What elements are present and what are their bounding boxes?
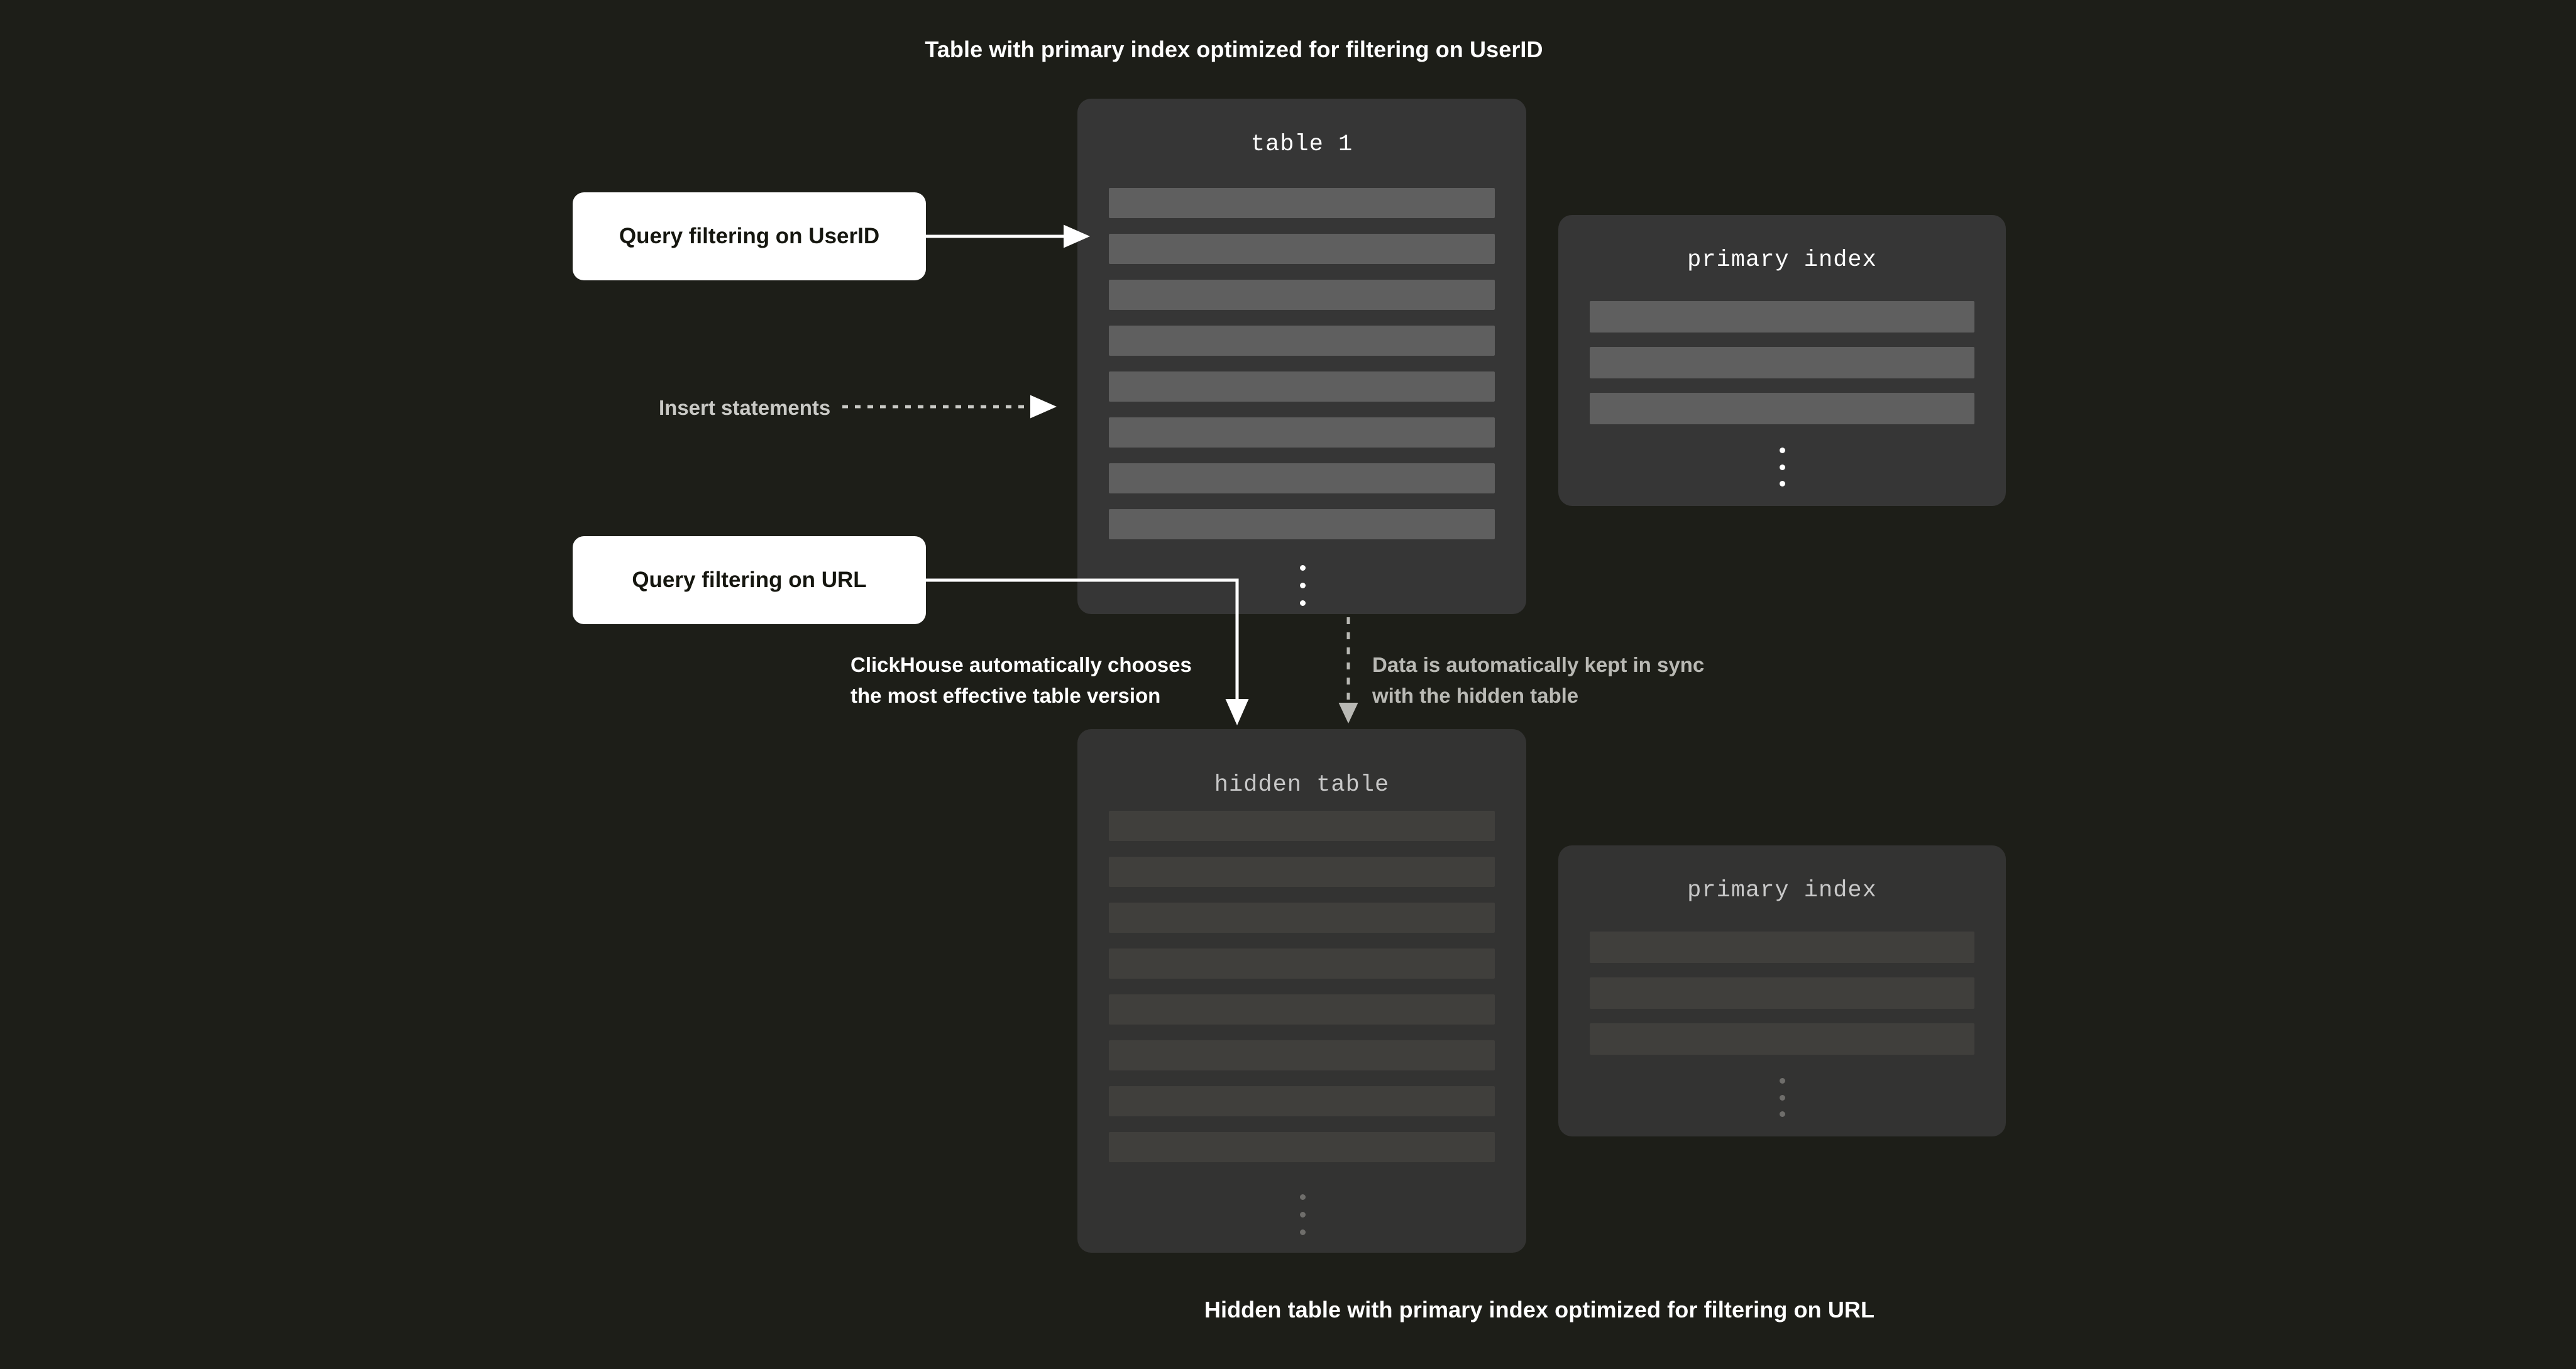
table-row: [1109, 234, 1495, 264]
table-row: [1109, 280, 1495, 310]
primary-index-bottom-panel: primary index: [1558, 845, 2006, 1136]
kept-in-sync-annotation: Data is automatically kept in sync with …: [1372, 653, 1705, 707]
primary-index-top-title: primary index: [1687, 247, 1877, 273]
top-caption: Table with primary index optimized for f…: [925, 36, 1543, 62]
table-1-ellipsis-icon: [1300, 565, 1306, 606]
table-row: [1109, 948, 1495, 979]
index-row: [1590, 393, 1974, 424]
hidden-table-title: hidden table: [1214, 772, 1390, 798]
index-row: [1590, 301, 1974, 333]
primary-index-bottom-ellipsis-icon: [1780, 1078, 1785, 1117]
hidden-table-ellipsis-icon: [1300, 1194, 1306, 1235]
table-row: [1109, 371, 1495, 402]
table-row: [1109, 903, 1495, 933]
table-row: [1109, 994, 1495, 1025]
table-row: [1109, 326, 1495, 356]
index-row: [1590, 977, 1974, 1009]
table-row: [1109, 463, 1495, 493]
index-row: [1590, 932, 1974, 963]
query-filtering-url-callout[interactable]: Query filtering on URL: [573, 536, 926, 624]
chooses-version-annotation: ClickHouse automatically chooses the mos…: [850, 653, 1192, 707]
table-row: [1109, 811, 1495, 841]
table-row: [1109, 188, 1495, 218]
table-1-panel: table 1: [1077, 99, 1526, 614]
insert-statements-label: Insert statements: [659, 396, 831, 419]
primary-index-top-panel: primary index: [1558, 215, 2006, 506]
hidden-table-panel: hidden table: [1077, 729, 1526, 1253]
primary-index-top-ellipsis-icon: [1780, 448, 1785, 487]
table-row: [1109, 1132, 1495, 1162]
primary-index-bottom-title: primary index: [1687, 877, 1877, 904]
table-row: [1109, 509, 1495, 539]
table-row: [1109, 1086, 1495, 1116]
table-row: [1109, 1040, 1495, 1070]
query-filtering-userid-callout[interactable]: Query filtering on UserID: [573, 192, 926, 280]
index-row: [1590, 347, 1974, 378]
table-row: [1109, 417, 1495, 448]
table-1-title: table 1: [1250, 131, 1353, 158]
index-row: [1590, 1023, 1974, 1055]
bottom-caption: Hidden table with primary index optimize…: [1204, 1297, 1875, 1322]
table-row: [1109, 857, 1495, 887]
